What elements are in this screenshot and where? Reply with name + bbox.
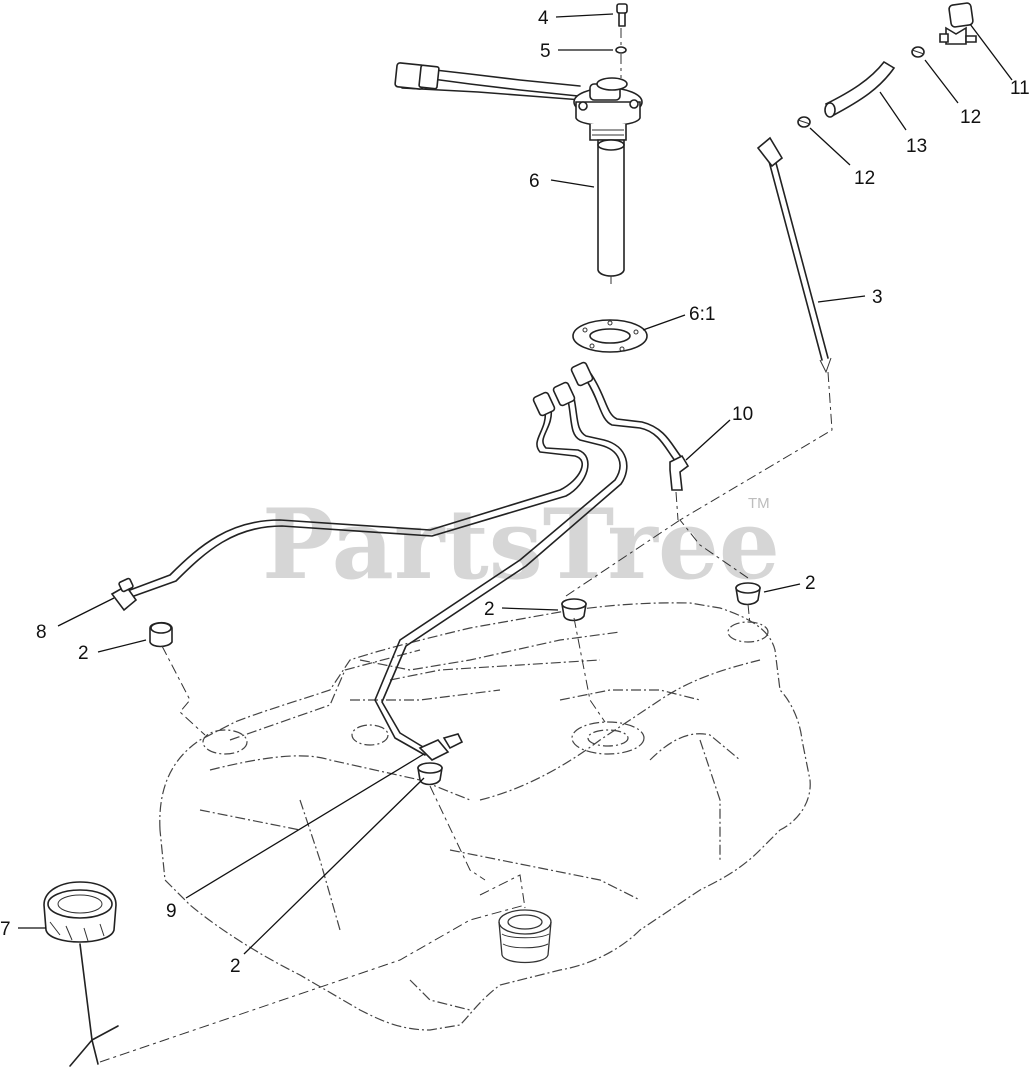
fuel-sender-unit[interactable] <box>394 62 643 284</box>
callout-2-lower: 2 <box>230 956 241 977</box>
vent-hose-assembly[interactable] <box>129 361 683 756</box>
callout-10: 10 <box>732 404 753 425</box>
hose-clamp-upper[interactable] <box>911 46 925 58</box>
screw[interactable] <box>616 3 628 27</box>
callout-2-left: 2 <box>78 643 89 664</box>
grommet-left[interactable] <box>149 621 173 648</box>
hose-clamp-lower[interactable] <box>797 116 811 128</box>
fuel-hose[interactable] <box>824 60 896 118</box>
callout-9: 9 <box>166 901 177 922</box>
callout-6-1: 6:1 <box>689 304 715 325</box>
callout-6: 6 <box>529 171 540 192</box>
fuel-cap[interactable] <box>43 881 119 1067</box>
callout-12-upper: 12 <box>960 107 981 128</box>
callout-4: 4 <box>538 8 549 29</box>
watermark: PartsTree <box>262 488 780 601</box>
watermark-trademark: TM <box>748 495 770 512</box>
callout-11: 11 <box>1010 78 1030 99</box>
elbow-fitting[interactable] <box>669 454 690 521</box>
callout-13: 13 <box>906 136 927 157</box>
grommet-center[interactable] <box>561 598 587 622</box>
fuel-shutoff-valve[interactable] <box>939 2 977 45</box>
washer[interactable] <box>615 46 627 54</box>
elbow-fitting-lower[interactable] <box>418 733 464 761</box>
callout-8: 8 <box>36 622 47 643</box>
callout-12-lower: 12 <box>854 168 875 189</box>
callout-5: 5 <box>540 41 551 62</box>
callout-7: 7 <box>0 919 11 940</box>
leader-lines <box>18 13 1013 955</box>
fuel-tank[interactable] <box>159 602 811 1031</box>
pickup-tube[interactable] <box>679 136 833 579</box>
callout-2-right: 2 <box>805 573 816 594</box>
tee-fitting[interactable] <box>110 577 138 612</box>
callout-3: 3 <box>872 287 883 308</box>
sender-gasket[interactable] <box>572 319 648 353</box>
grommet-right[interactable] <box>735 582 761 606</box>
callout-2-center: 2 <box>484 599 495 620</box>
grommet-lower[interactable] <box>417 762 443 786</box>
